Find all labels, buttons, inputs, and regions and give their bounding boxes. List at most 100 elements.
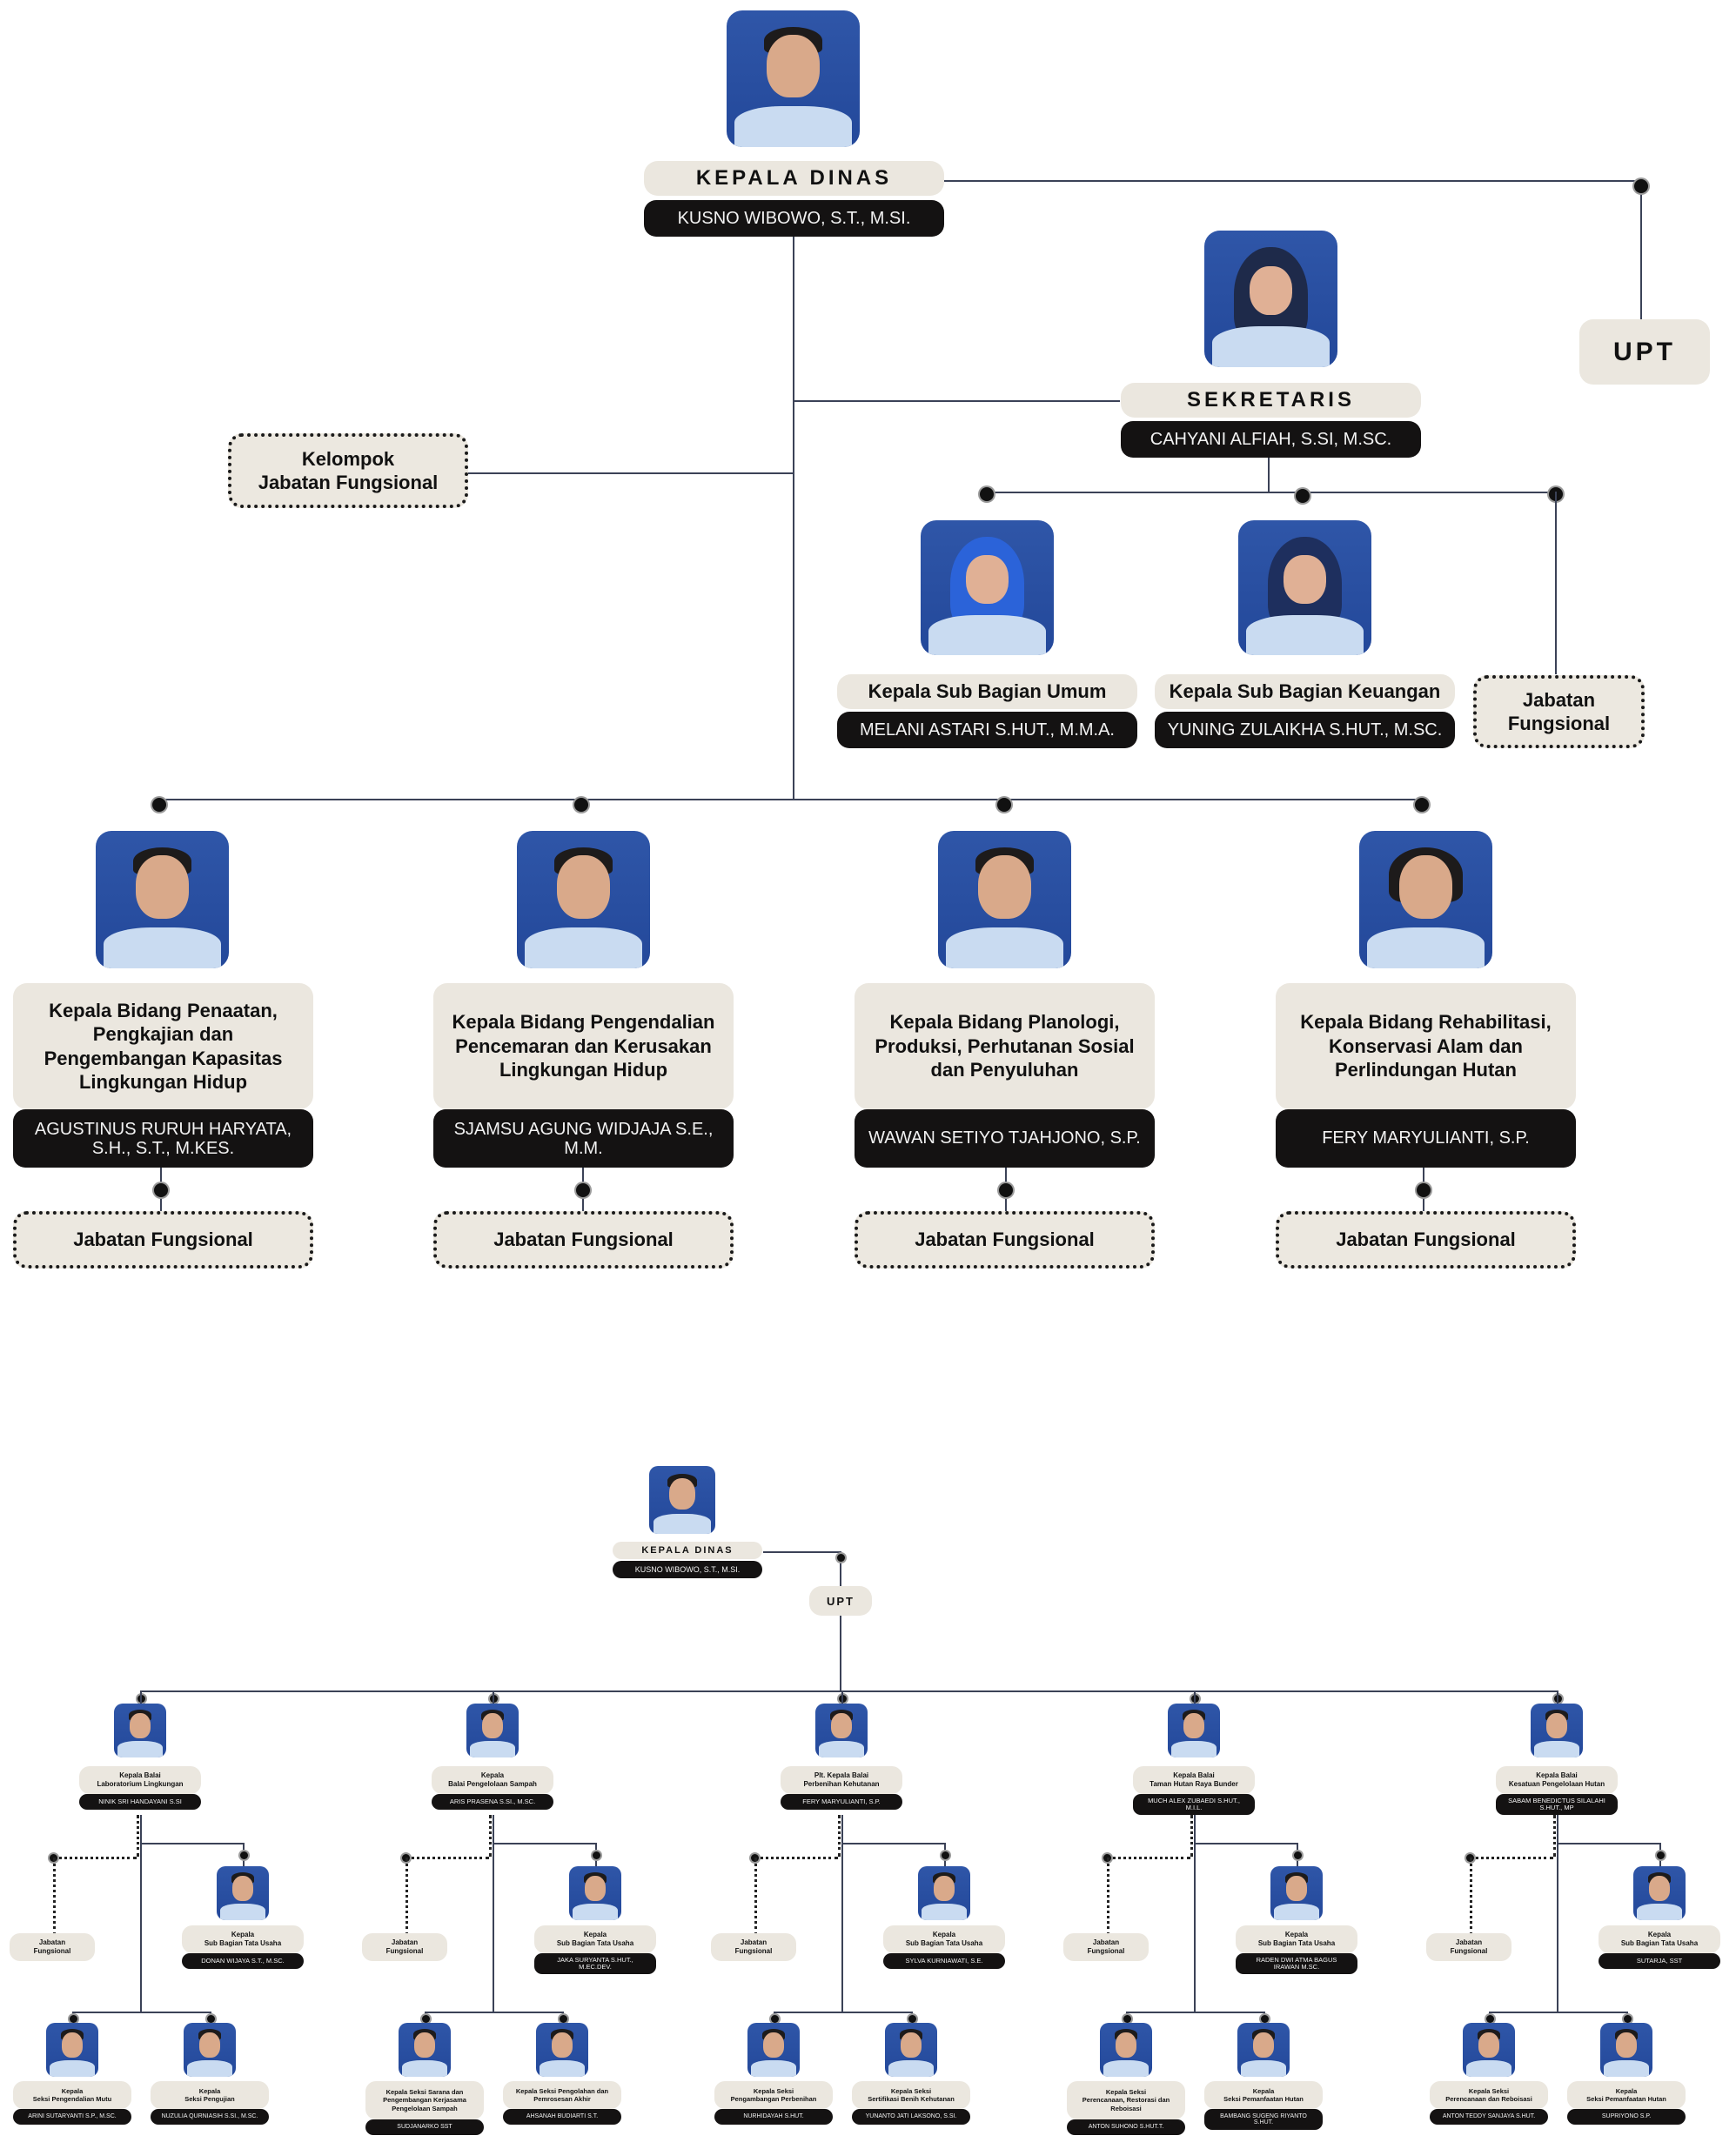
seksi-head-name: NUZULIA QURNIASIH S.SI., M.SC. [151,2109,269,2125]
balai-head-photo [815,1704,868,1757]
balai-head-name: NINIK SRI HANDAYANI S.SI [79,1794,201,1810]
connector-line [840,1551,841,1588]
connector-node [1296,489,1310,503]
connector-node [1415,798,1429,812]
tata-usaha-photo [918,1866,970,1920]
balai-head-photo [114,1704,166,1757]
connector-line [841,1690,843,1705]
subbagian-umum-photo [921,520,1054,655]
sekretaris-photo [1204,231,1337,367]
seksi-head-name: NURHIDAYAH S.HUT. [714,2109,833,2125]
balai-head-name: ARIS PRASENA S.SI., M.SC. [432,1794,553,1810]
connector-node [559,2014,567,2023]
bidang-photo [1359,831,1492,968]
tata-usaha-title: Kepala Sub Bagian Tata Usaha [1599,1925,1720,1953]
connector-line [841,1815,843,2013]
connector-line [1489,2012,1626,2013]
bidang-title: Kepala Bidang Penaatan, Pengkajian dan P… [13,983,313,1109]
seksi-head-photo [1463,2023,1515,2077]
connector-line [1557,1843,1659,1844]
connector-node [1293,1851,1302,1859]
connector-line [794,400,1120,402]
connector-node [69,2014,77,2023]
subbagian-keuangan-photo [1238,520,1371,655]
dotted-connector [1553,1815,1556,1857]
bidang-photo [938,831,1071,968]
balai-head-name: MUCH ALEX ZUBAEDI S.HUT., M.I.L. [1133,1794,1255,1815]
sekretariat-jabatan-fungsional: Jabatan Fungsional [1473,675,1645,748]
tata-usaha-title: Kepala Sub Bagian Tata Usaha [1236,1925,1357,1953]
tata-usaha-photo [217,1866,269,1920]
connector-line [1557,1690,1558,1705]
balai-head-name: FERY MARYULIANTI, S.P. [781,1794,902,1810]
dotted-connector [406,1857,489,1859]
connector-node [574,798,588,812]
upt-kepala-dinas-name: KUSNO WIBOWO, S.T., M.SI. [613,1561,762,1578]
connector-node [1260,2014,1269,2023]
dotted-connector [1107,1857,1190,1859]
connector-node [152,798,166,812]
connector-line [158,799,1423,800]
connector-node [239,1851,248,1859]
dotted-connector [838,1815,841,1857]
jabatan-fungsional-box: Jabatan Fungsional [1063,1933,1149,1961]
kepala-dinas-title: KEPALA DINAS [644,161,944,196]
jabatan-fungsional-box: Jabatan Fungsional [10,1933,95,1961]
upt-kepala-dinas-photo [649,1466,715,1534]
tata-usaha-photo [1270,1866,1323,1920]
seksi-head-photo [1600,2023,1652,2077]
connector-node [997,798,1011,812]
connector-line [1126,2012,1263,2013]
bidang-title: Kepala Bidang Rehabilitasi, Konservasi A… [1276,983,1576,1109]
seksi-head-name: SUDJANARKO SST [365,2119,484,2135]
connector-line [1640,180,1642,319]
bidang-title: Kepala Bidang Pengendalian Pencemaran da… [433,983,734,1109]
connector-line [140,1690,1557,1692]
dotted-connector [1190,1815,1193,1857]
connector-node [999,1183,1013,1197]
connector-line [493,1815,494,2013]
tata-usaha-title: Kepala Sub Bagian Tata Usaha [534,1925,656,1953]
jabatan-fungsional-box: Jabatan Fungsional [711,1933,796,1961]
bidang-name: AGUSTINUS RURUH HARYATA, S.H., S.T., M.K… [13,1109,313,1168]
connector-line [1555,492,1557,674]
seksi-head-name: YUNANTO JATI LAKSONO, S.SI. [852,2109,970,2125]
connector-node [421,2014,430,2023]
tata-usaha-name: SYLVA KURNIAWATI, S.E. [883,1953,1005,1969]
balai-head-photo [1168,1704,1220,1757]
upt-kepala-dinas-title: KEPALA DINAS [613,1542,762,1559]
seksi-head-title: Kepala Seksi Sarana dan Pengembangan Ker… [365,2081,484,2119]
dotted-connector [754,1858,757,1936]
kelompok-jabatan-fungsional: Kelompok Jabatan Fungsional [228,433,468,508]
connector-node [836,1553,845,1562]
bidang-jabatan-fungsional: Jabatan Fungsional [433,1211,734,1269]
seksi-head-name: ANTON SUHONO S.HUT.T. [1067,2119,1185,2135]
seksi-head-title: Kepala Seksi Pemanfaatan Hutan [1204,2081,1323,2109]
seksi-head-title: Kepala Seksi Pengolahan dan Pemrosesan A… [503,2081,621,2109]
tata-usaha-name: DONAN WIJAYA S.T., M.SC. [182,1953,304,1969]
connector-line [140,1815,142,2013]
connector-node [1623,2014,1632,2023]
connector-node [1417,1183,1431,1197]
tata-usaha-title: Kepala Sub Bagian Tata Usaha [883,1925,1005,1953]
sekretaris-name: CAHYANI ALFIAH, S.SI, M.SC. [1121,421,1421,458]
connector-line [774,2012,911,2013]
bidang-photo [517,831,650,968]
seksi-head-name: ANTON TEDDY SANJAYA S.HUT. [1430,2109,1548,2125]
connector-line [140,1843,243,1844]
seksi-head-photo [1237,2023,1290,2077]
seksi-head-photo [184,2023,236,2077]
seksi-head-name: SUPRIYONO S.P. [1567,2109,1686,2125]
connector-line [840,1616,841,1692]
balai-head-title: Kepala Balai Kesatuan Pengelolaan Hutan [1496,1766,1618,1794]
subbagian-keuangan-name: YUNING ZULAIKHA S.HUT., M.SC. [1155,712,1455,748]
seksi-head-title: Kepala Seksi Pengambangan Perbenihan [714,2081,833,2109]
seksi-head-title: Kepala Seksi Perencanaan, Restorasi dan … [1067,2081,1185,2119]
balai-head-title: Kepala Balai Taman Hutan Raya Bunder [1133,1766,1255,1794]
bidang-photo [96,831,229,968]
connector-line [944,180,1640,182]
tata-usaha-title: Kepala Sub Bagian Tata Usaha [182,1925,304,1953]
seksi-head-photo [885,2023,937,2077]
connector-line [763,1551,840,1553]
seksi-head-title: Kepala Seksi Perencanaan dan Reboisasi [1430,2081,1548,2109]
